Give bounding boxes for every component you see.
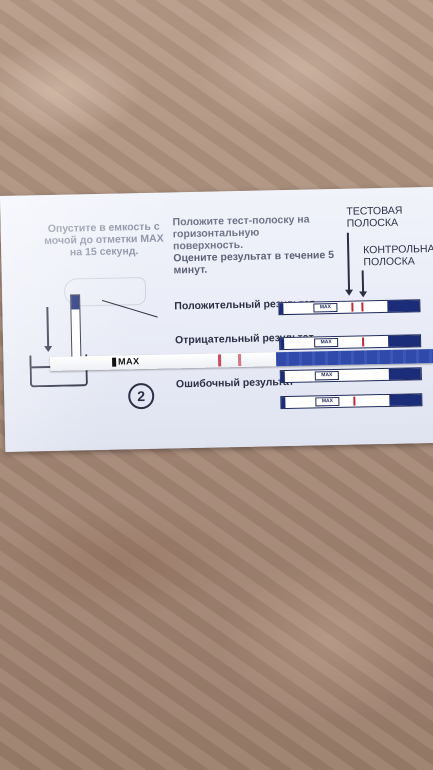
- arrow-test-icon: [346, 232, 351, 291]
- instruction-step-2: Положите тест-полоску на горизонтальную …: [172, 213, 310, 253]
- strip-diagram-positive: MAX: [278, 299, 421, 316]
- physical-strip-max-label: MAX: [118, 356, 140, 367]
- strip-max-label: MAX: [314, 337, 339, 348]
- instruction-step-2-eval: Оцените результат в течение 5 минут.: [173, 249, 335, 277]
- instruction-step-1: Опустите в емкость с мочой до отметки MA…: [44, 220, 164, 259]
- strip-diagram-negative: MAX: [279, 334, 422, 351]
- strip-diagram-error-2: MAX: [280, 393, 423, 410]
- result-error-label: Ошибочный результат: [175, 375, 295, 391]
- strip-max-label: MAX: [313, 302, 338, 313]
- strip-max-label: MAX: [315, 396, 340, 407]
- arrow-control-icon: [361, 270, 365, 293]
- label-control-strip: КОНТРОЛЬНАЯ ПОЛОСКА: [363, 242, 433, 269]
- arrow-down-icon: [46, 307, 50, 348]
- strip-diagram-error-1: MAX: [279, 367, 422, 384]
- step-number-icon: 2: [127, 382, 155, 410]
- label-test-strip: ТЕСТОВАЯ ПОЛОСКА: [346, 204, 403, 230]
- control-line: [217, 354, 222, 367]
- test-instruction-card: Опустите в емкость с мочой до отметки MA…: [0, 186, 433, 452]
- test-line: [237, 353, 242, 367]
- max-arrow-mark: [112, 357, 117, 367]
- strip-max-label: MAX: [314, 370, 339, 381]
